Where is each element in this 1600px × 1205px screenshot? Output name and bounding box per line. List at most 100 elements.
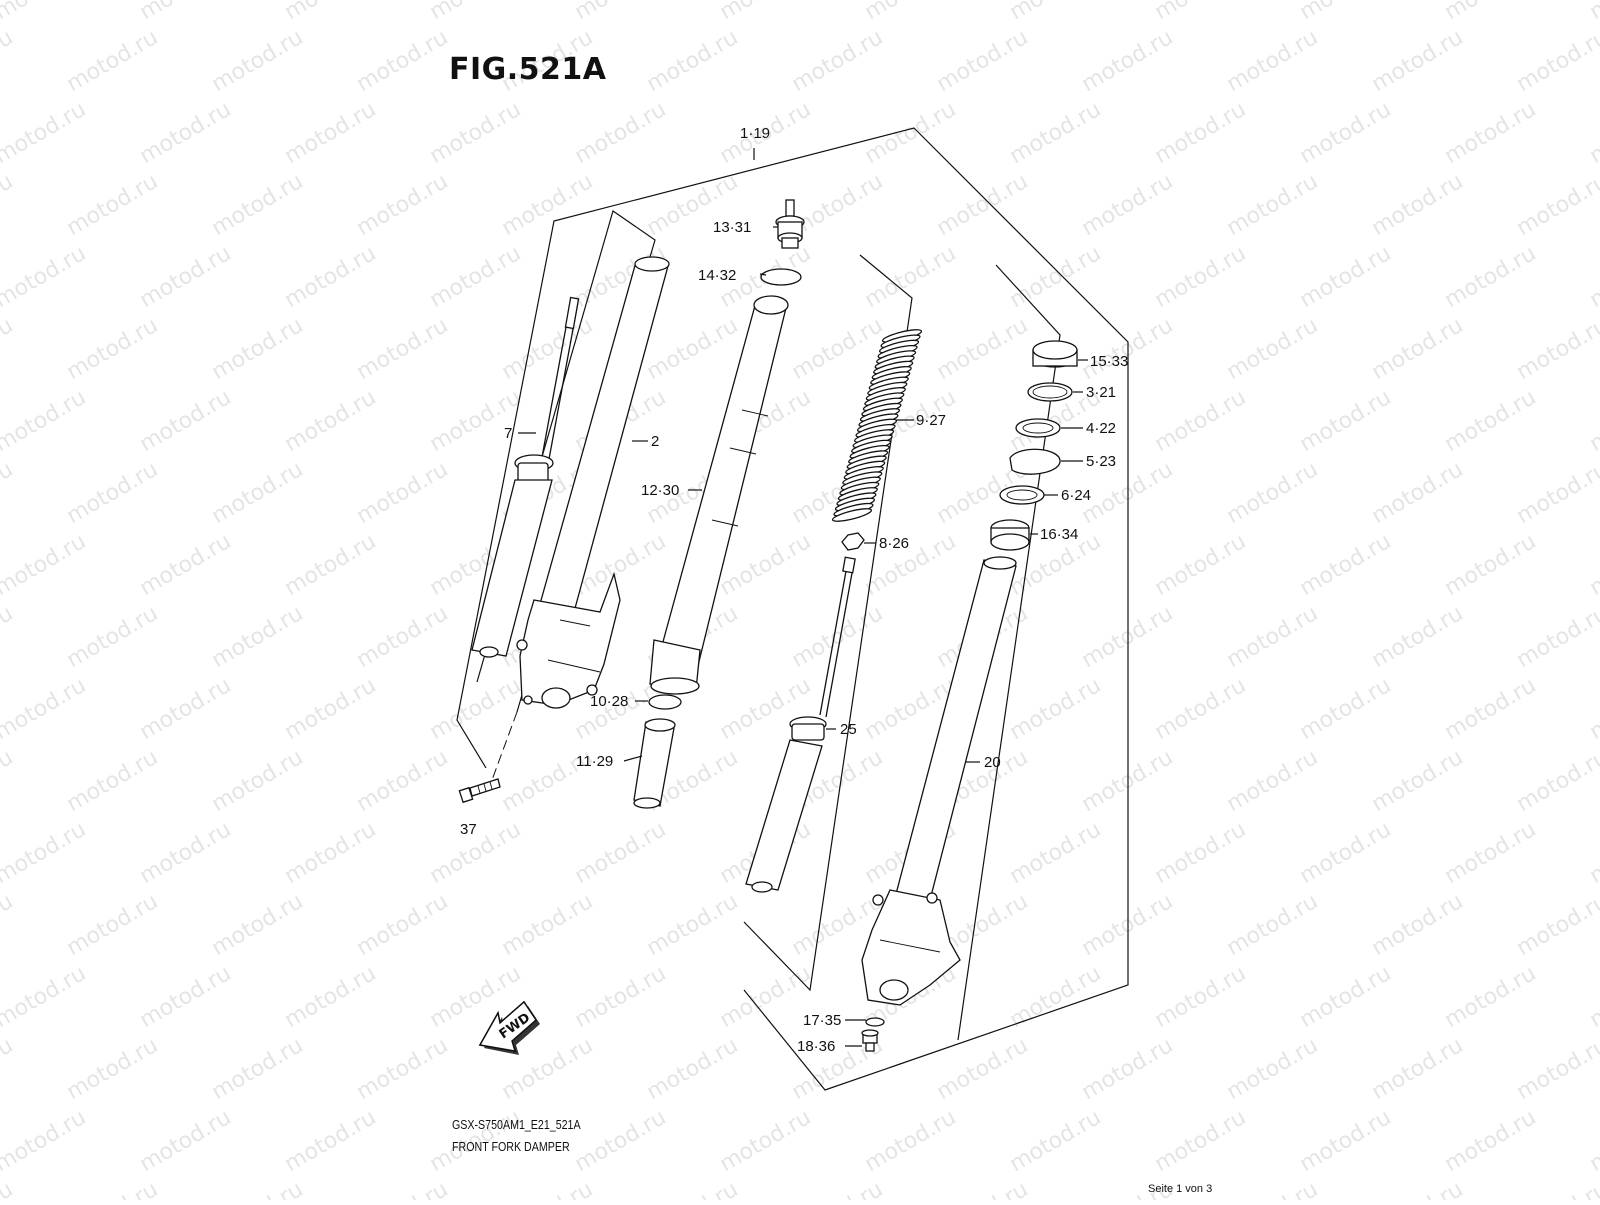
watermark-text: motod.ru: [0, 889, 17, 961]
watermark-text: motod.ru: [208, 745, 308, 817]
watermark-text: motod.ru: [1586, 529, 1600, 601]
watermark-text: motod.ru: [281, 385, 381, 457]
watermark-text: motod.ru: [353, 1033, 453, 1105]
watermark-text: motod.ru: [1006, 0, 1106, 25]
watermark-text: motod.ru: [136, 961, 236, 1033]
watermark-text: motod.ru: [933, 313, 1033, 385]
watermark-text: motod.ru: [716, 529, 816, 601]
watermark-text: motod.ru: [281, 961, 381, 1033]
watermark-text: motod.ru: [1586, 817, 1600, 889]
watermark-text: motod.ru: [136, 1105, 236, 1177]
watermark-text: motod.ru: [0, 529, 90, 601]
callout-6-24: 6·24: [1061, 487, 1091, 504]
watermark-text: motod.ru: [788, 25, 888, 97]
watermark-text: motod.ru: [353, 25, 453, 97]
watermark-text: motod.ru: [861, 1105, 961, 1177]
watermark-text: motod.ru: [861, 241, 961, 313]
watermark-text: motod.ru: [498, 1177, 598, 1200]
watermark-text: motod.ru: [281, 673, 381, 745]
watermark-text: motod.ru: [281, 1105, 381, 1177]
watermark-text: motod.ru: [933, 169, 1033, 241]
watermark-text: motod.ru: [1223, 25, 1323, 97]
watermark-text: motod.ru: [571, 1105, 671, 1177]
watermark-text: motod.ru: [63, 1033, 163, 1105]
watermark-text: motod.ru: [1368, 313, 1468, 385]
watermark-text: motod.ru: [353, 889, 453, 961]
watermark-text: motod.ru: [498, 313, 598, 385]
watermark-text: motod.ru: [1441, 385, 1541, 457]
watermark-text: motod.ru: [861, 529, 961, 601]
watermark-text: motod.ru: [353, 457, 453, 529]
watermark-text: motod.ru: [933, 1177, 1033, 1200]
watermark-text: motod.ru: [1368, 457, 1468, 529]
watermark-text: motod.ru: [353, 601, 453, 673]
watermark-text: motod.ru: [788, 601, 888, 673]
watermark-text: motod.ru: [1296, 385, 1396, 457]
watermark-text: motod.ru: [1151, 529, 1251, 601]
watermark-text: motod.ru: [1586, 0, 1600, 25]
callout-20: 20: [984, 754, 1001, 771]
watermark-text: motod.ru: [1078, 1033, 1178, 1105]
watermark-text: motod.ru: [1513, 889, 1600, 961]
watermark-text: motod.ru: [0, 961, 90, 1033]
watermark-text: motod.ru: [1296, 241, 1396, 313]
watermark-text: motod.ru: [1368, 745, 1468, 817]
o-ring-top: [761, 269, 801, 285]
watermark-text: motod.ru: [1151, 241, 1251, 313]
watermark-text: motod.ru: [1586, 97, 1600, 169]
watermark-text: motod.ru: [1513, 457, 1600, 529]
watermark-text: motod.ru: [0, 169, 17, 241]
watermark-text: motod.ru: [1223, 457, 1323, 529]
watermark-text: motod.ru: [208, 601, 308, 673]
watermark-text: motod.ru: [1513, 601, 1600, 673]
watermark-text: motod.ru: [1368, 25, 1468, 97]
callout-3-21: 3·21: [1086, 384, 1116, 401]
watermark-text: motod.ru: [136, 673, 236, 745]
watermark-text: motod.ru: [1513, 313, 1600, 385]
watermark-text: motod.ru: [1368, 889, 1468, 961]
watermark-text: motod.ru: [1223, 169, 1323, 241]
callout-2: 2: [651, 433, 659, 450]
watermark-text: motod.ru: [0, 1177, 17, 1200]
watermark-text: motod.ru: [1441, 529, 1541, 601]
watermark-text: motod.ru: [281, 0, 381, 25]
callout-14-32: 14·32: [698, 267, 736, 284]
watermark-text: motod.ru: [1151, 817, 1251, 889]
watermark-text: motod.ru: [136, 97, 236, 169]
watermark-text: motod.ru: [208, 1033, 308, 1105]
callout-12-30: 12·30: [641, 482, 679, 499]
watermark-text: motod.ru: [933, 25, 1033, 97]
pinch-bolt: [459, 779, 500, 802]
watermark-text: motod.ru: [353, 745, 453, 817]
watermark-text: motod.ru: [0, 385, 90, 457]
watermark-text: motod.ru: [643, 313, 743, 385]
watermark-text: motod.ru: [136, 385, 236, 457]
seal-ring-10: [649, 695, 681, 709]
watermark-text: motod.ru: [63, 1177, 163, 1200]
callout-5-23: 5·23: [1086, 453, 1116, 470]
watermark-text: motod.ru: [933, 1033, 1033, 1105]
top-cap-bolt: [776, 200, 804, 248]
watermark-text: motod.ru: [1586, 673, 1600, 745]
watermark-text: motod.ru: [1513, 1033, 1600, 1105]
model-code: GSX-S750AM1_E21_521A: [452, 1117, 581, 1132]
callout-10-28: 10·28: [590, 693, 628, 710]
watermark-text: motod.ru: [208, 313, 308, 385]
watermark-text: motod.ru: [1441, 1105, 1541, 1177]
watermark-text: motod.ru: [0, 0, 90, 25]
watermark-text: motod.ru: [0, 241, 90, 313]
watermark-text: motod.ru: [1223, 889, 1323, 961]
callout-13-31: 13·31: [713, 219, 751, 236]
watermark-text: motod.ru: [716, 961, 816, 1033]
watermark-text: motod.ru: [136, 817, 236, 889]
watermark-text: motod.ru: [1368, 169, 1468, 241]
watermark-text: motod.ru: [63, 601, 163, 673]
watermark-text: motod.ru: [1586, 385, 1600, 457]
watermark-text: motod.ru: [63, 457, 163, 529]
figure-name: FRONT FORK DAMPER: [452, 1139, 570, 1154]
watermark-text: motod.ru: [643, 25, 743, 97]
watermark-text: motod.ru: [0, 817, 90, 889]
watermark-text: motod.ru: [1151, 673, 1251, 745]
